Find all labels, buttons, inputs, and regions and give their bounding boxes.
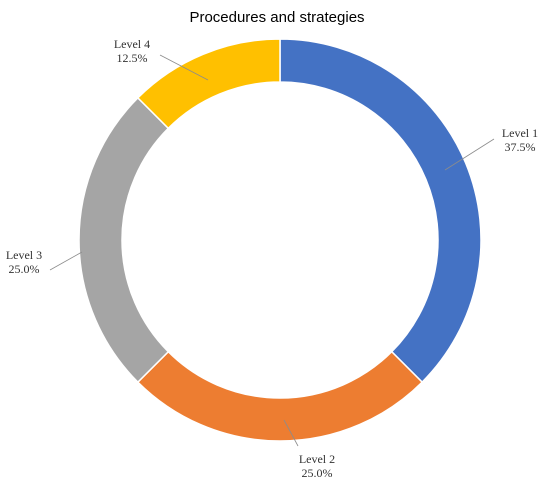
- slice-value-level-2: 25.0%: [302, 466, 333, 480]
- slice-label-level-3: Level 3: [6, 248, 42, 262]
- slice-level-1: [279, 38, 482, 384]
- chart-title: Procedures and strategies: [189, 9, 364, 26]
- slice-level-3: [78, 96, 170, 384]
- slice-level-2: [136, 350, 424, 442]
- slices-group: [78, 38, 482, 442]
- slice-level-4: [136, 38, 281, 130]
- slice-labels-group: Level 137.5%Level 225.0%Level 325.0%Leve…: [6, 37, 538, 480]
- leader-line-level-1: [444, 138, 495, 171]
- leader-line-level-2: [283, 419, 299, 447]
- slice-label-level-4: Level 4: [114, 37, 150, 51]
- slice-label-level-1: Level 1: [502, 126, 538, 140]
- leader-line-level-4: [159, 54, 209, 81]
- slice-value-level-4: 12.5%: [117, 51, 148, 65]
- slice-value-level-3: 25.0%: [9, 262, 40, 276]
- leader-lines-group: [49, 54, 495, 447]
- leader-line-level-3: [49, 251, 83, 271]
- slice-label-level-2: Level 2: [299, 452, 335, 466]
- slice-value-level-1: 37.5%: [505, 140, 536, 154]
